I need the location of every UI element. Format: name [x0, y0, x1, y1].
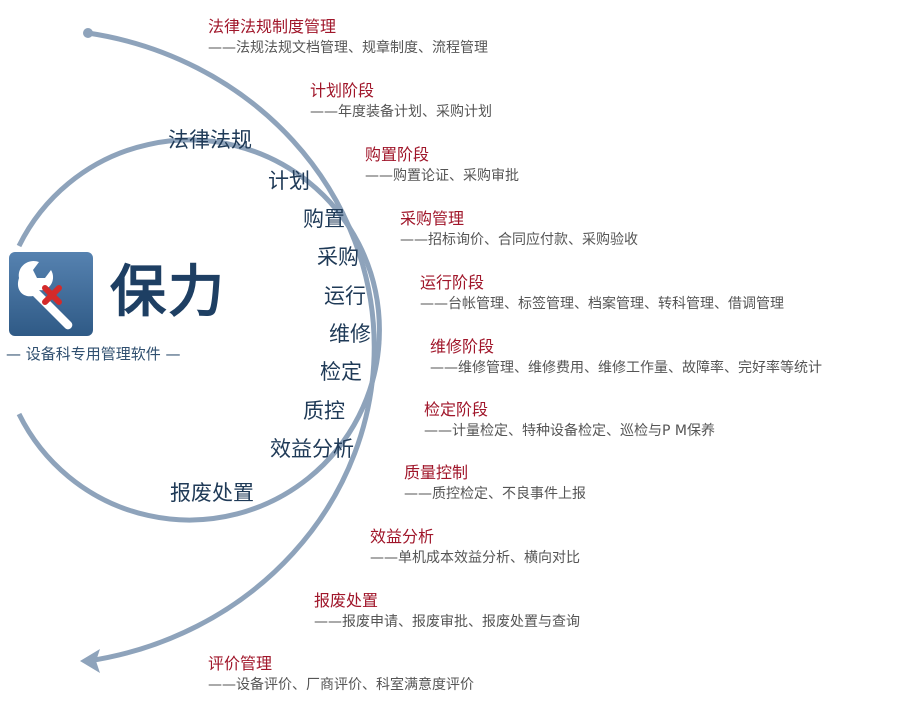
stage-label: 质控 — [303, 399, 345, 423]
module-desc: ——单机成本效益分析、横向对比 — [370, 550, 580, 566]
module-title: 购置阶段 — [365, 145, 430, 164]
module-desc: ——维修管理、维修费用、维修工作量、故障率、完好率等统计 — [430, 360, 822, 376]
outer-arc — [87, 30, 377, 664]
module-title: 维修阶段 — [430, 337, 495, 356]
module-desc: ——招标询价、合同应付款、采购验收 — [400, 232, 638, 248]
brand-logo — [9, 252, 93, 336]
module-title: 计划阶段 — [310, 81, 375, 100]
stage-label: 报废处置 — [170, 481, 254, 505]
stage-label: 效益分析 — [270, 437, 354, 461]
module-desc: ——台帐管理、标签管理、档案管理、转科管理、借调管理 — [420, 296, 784, 312]
wrench-cross-icon — [9, 252, 93, 336]
outer-arc-arrowhead — [80, 649, 100, 673]
stage-label: 购置 — [303, 207, 345, 231]
module-title: 效益分析 — [370, 527, 435, 546]
stage-label: 法律法规 — [168, 128, 252, 152]
module-desc: ——设备评价、厂商评价、科室满意度评价 — [208, 677, 474, 693]
stage-label: 维修 — [329, 322, 371, 346]
module-desc: ——法规法规文档管理、规章制度、流程管理 — [208, 40, 488, 56]
stage-label: 运行 — [324, 284, 366, 308]
module-title: 检定阶段 — [424, 400, 489, 419]
module-title: 采购管理 — [400, 209, 465, 228]
module-desc: ——质控检定、不良事件上报 — [404, 486, 586, 502]
stage-label: 检定 — [320, 360, 362, 384]
module-title: 质量控制 — [404, 463, 469, 482]
module-desc: ——报废申请、报废审批、报废处置与查询 — [314, 614, 580, 630]
module-title: 法律法规制度管理 — [208, 17, 337, 36]
brand-subtitle: — 设备科专用管理软件 — — [6, 345, 181, 363]
outer-arc-start-dot — [83, 28, 93, 38]
module-desc: ——购置论证、采购审批 — [365, 168, 519, 184]
brand-name: 保力 — [110, 260, 226, 325]
module-desc: ——计量检定、特种设备检定、巡检与P M保养 — [424, 423, 715, 439]
module-title: 运行阶段 — [420, 273, 485, 292]
module-desc: ——年度装备计划、采购计划 — [310, 104, 492, 120]
module-title: 报废处置 — [314, 591, 379, 610]
stage-label: 计划 — [268, 169, 310, 193]
inner-ring-arc — [16, 137, 382, 523]
stage-label: 采购 — [317, 245, 359, 269]
module-title: 评价管理 — [208, 654, 273, 673]
